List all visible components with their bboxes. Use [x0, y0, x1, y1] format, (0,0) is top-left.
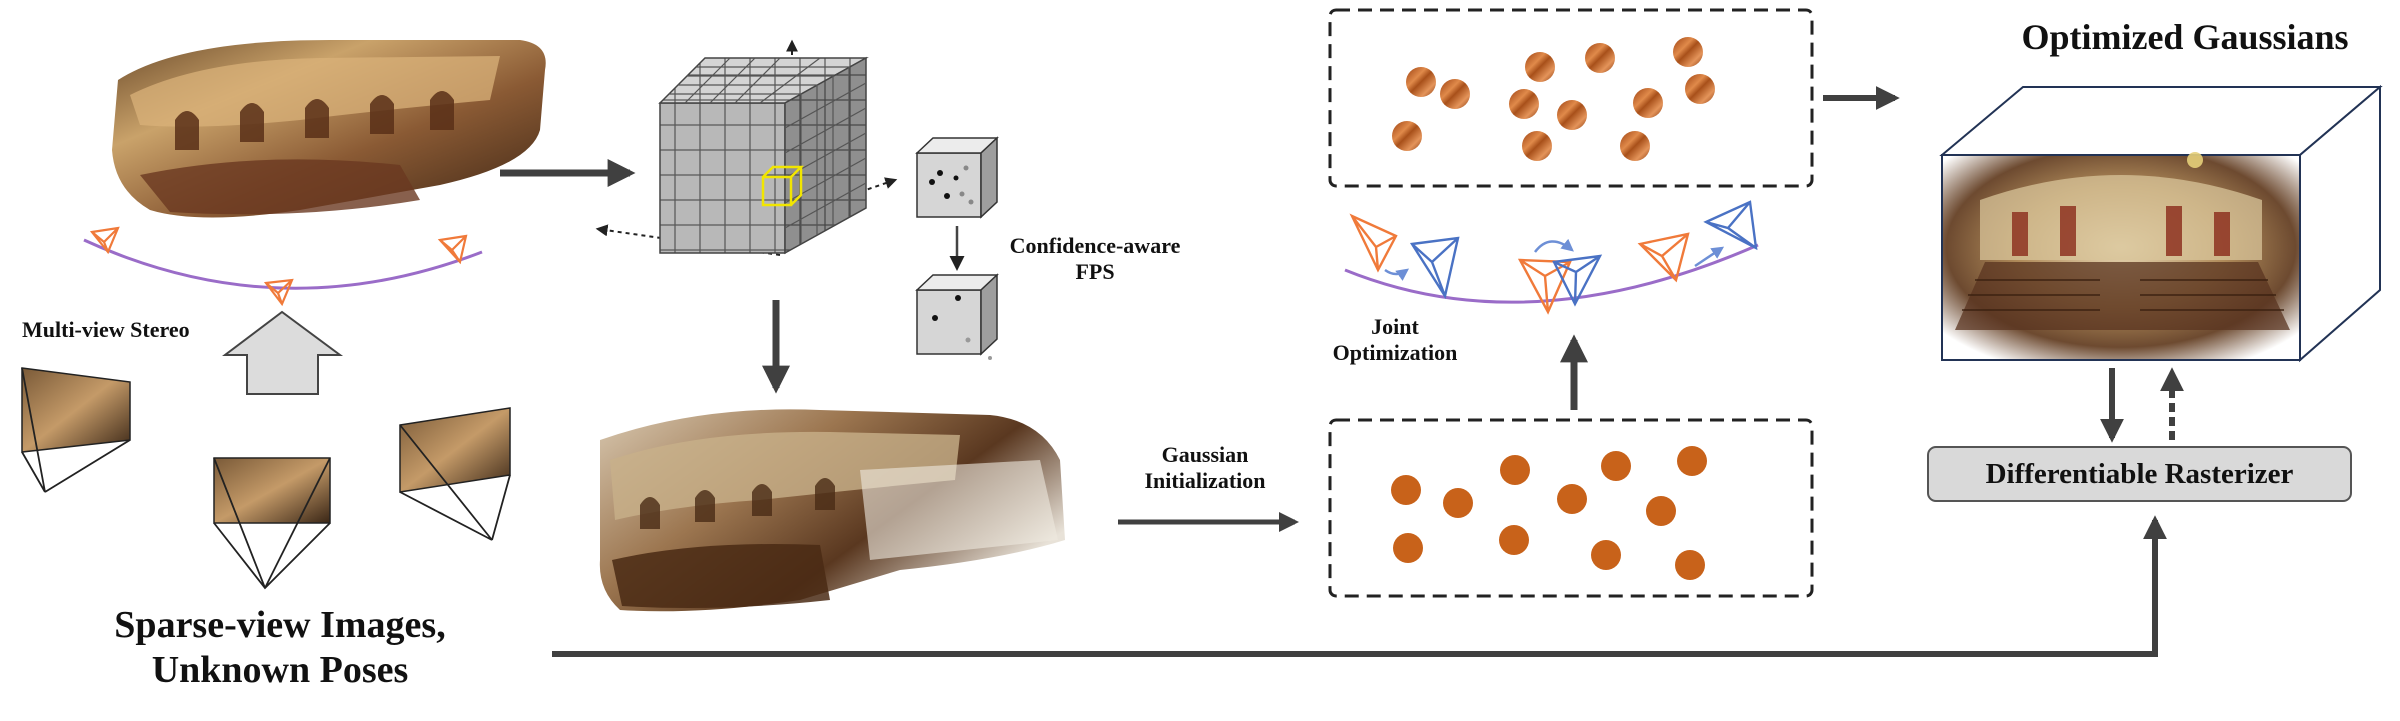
differentiable-rasterizer-box: Differentiable Rasterizer: [1927, 446, 2352, 502]
sparse-image-2: [213, 457, 331, 590]
refined-gaussians-box: [1328, 8, 1814, 188]
gaussian-init-label: Gaussian Initialization: [1110, 442, 1300, 494]
sparse-images-title: Sparse-view Images, Unknown Poses: [70, 603, 490, 693]
mvs-camera-arc: [83, 226, 483, 307]
joint-optimization-label: Joint Optimization: [1320, 314, 1470, 366]
fps-label-line1: Confidence-aware: [1009, 233, 1181, 258]
arrow-images-to-rasterizer: [552, 515, 2167, 657]
joint-opt-line2: Optimization: [1332, 339, 1458, 365]
fps-label-line2: FPS: [1075, 258, 1115, 284]
optimized-gaussians-title: Optimized Gaussians: [2021, 17, 2349, 57]
gaussian-init-line1: Gaussian: [1161, 442, 1249, 467]
joint-optimization-cameras: [1344, 200, 1759, 315]
fps-cube-after: [915, 273, 999, 360]
mvs-point-cloud-image: [112, 40, 546, 218]
sparse-image-1: [21, 367, 131, 493]
camera-frustum-icon: [89, 226, 468, 307]
gaussian-init-line2: Initialization: [1144, 467, 1266, 493]
sparse-title-line1: Sparse-view Images,: [114, 604, 446, 646]
mvs-up-arrow: [222, 310, 344, 395]
rasterizer-label: Differentiable Rasterizer: [1985, 457, 2294, 490]
mvs-label: Multi-view Stereo: [22, 317, 190, 342]
dense-point-cloud-image: [599, 409, 1065, 612]
optimized-gaussians-render: [1939, 84, 2383, 363]
fps-cube-before: [915, 136, 999, 219]
initial-gaussians-box: [1328, 418, 1814, 598]
highlighted-voxel: [761, 165, 805, 207]
sparse-view-images: [21, 367, 511, 590]
sparse-image-3: [399, 407, 511, 541]
fps-label: Confidence-aware FPS: [975, 233, 1215, 285]
joint-opt-line1: Joint: [1371, 314, 1419, 339]
sparse-title-line2: Unknown Poses: [151, 648, 409, 691]
voxel-cube-icon: [595, 39, 898, 256]
scene-render-image: [1955, 152, 2290, 330]
